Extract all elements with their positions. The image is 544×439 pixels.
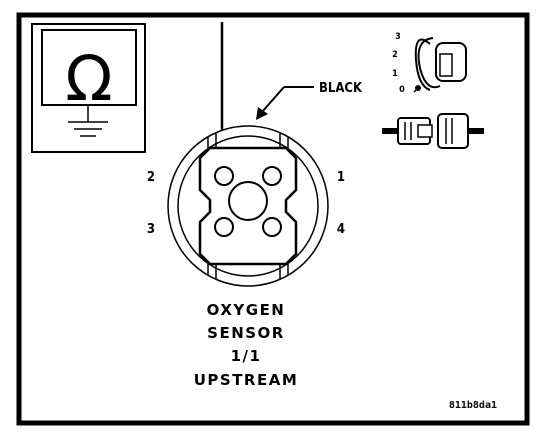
- pin-2-cavity: [214, 166, 234, 186]
- pin-label-4: 4: [337, 222, 345, 237]
- ignition-key-icon: 3 2 1 0: [392, 32, 467, 95]
- outer-frame: [16, 12, 530, 426]
- pin-3-cavity: [214, 217, 234, 237]
- connector-face: [167, 125, 329, 287]
- key-position-1: 1: [392, 69, 398, 79]
- ohmmeter-icon: Ω: [31, 23, 146, 153]
- pin-4-cavity: [262, 217, 282, 237]
- key-position-3: 3: [395, 32, 401, 42]
- figure-id: 811b8da1: [449, 400, 497, 411]
- pin-1-cavity: [262, 166, 282, 186]
- wire-color-label: BLACK: [319, 81, 363, 96]
- title-line-2: SENSOR: [207, 324, 285, 342]
- title-line-3: 1/1: [231, 347, 262, 365]
- pin-label-3: 3: [147, 222, 155, 237]
- key-position-2: 2: [392, 50, 398, 60]
- title-line-4: UPSTREAM: [194, 371, 299, 389]
- title-line-1: OXYGEN: [207, 301, 286, 319]
- key-position-0: 0: [399, 85, 405, 95]
- ohm-symbol: Ω: [65, 42, 112, 115]
- wire-callout: BLACK: [256, 81, 363, 120]
- pin-label-1: 1: [337, 170, 345, 185]
- pin-label-2: 2: [147, 170, 155, 185]
- disconnected-connector-icon: [382, 113, 484, 149]
